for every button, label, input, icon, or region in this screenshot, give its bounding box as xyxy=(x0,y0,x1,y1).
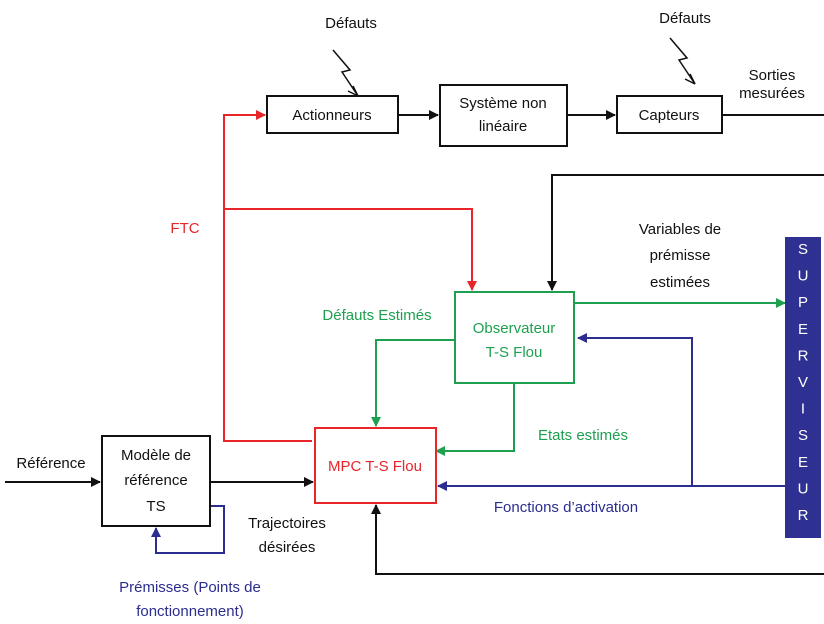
variables-label-2: prémisse xyxy=(650,247,711,264)
systeme-label-2: linéaire xyxy=(479,118,527,135)
superviseur-letter: I xyxy=(801,401,805,418)
actionneurs-label: Actionneurs xyxy=(292,107,371,124)
systeme-label-1: Système non xyxy=(459,95,547,112)
superviseur-letter: U xyxy=(798,268,809,285)
sorties-label-2: mesurées xyxy=(739,85,805,102)
superviseur-letter: R xyxy=(798,347,809,364)
trajectoires-label-1: Trajectoires xyxy=(248,515,326,532)
capteurs-label: Capteurs xyxy=(639,107,700,124)
sorties-label-1: Sorties xyxy=(749,67,796,84)
capteurs-block xyxy=(616,95,723,134)
arrow-ftc-observateur xyxy=(224,208,477,291)
reference-label: Référence xyxy=(16,455,85,472)
superviseur-letter: V xyxy=(798,374,808,391)
defauts-estimes-label: Défauts Estimés xyxy=(322,307,431,324)
mpc-block xyxy=(314,427,437,504)
superviseur-letter: S xyxy=(798,241,808,258)
observateur-block xyxy=(454,291,575,384)
actionneurs-block xyxy=(266,95,399,134)
arrow-ftc-actionneurs xyxy=(223,110,312,442)
premisses-label-1: Prémisses (Points de xyxy=(119,579,261,596)
superviseur-letter: E xyxy=(798,454,808,471)
arrow-feedback-observateur xyxy=(547,174,824,291)
superviseur-block xyxy=(785,237,821,538)
fault-bolt-1 xyxy=(332,49,359,97)
superviseur-letter: E xyxy=(798,321,808,338)
variables-label-3: estimées xyxy=(650,274,710,291)
modele-label-2: référence xyxy=(124,472,187,489)
modele-label-3: TS xyxy=(146,498,165,515)
arrow-defauts-estimes xyxy=(371,339,455,427)
fault-bolt-2 xyxy=(669,37,696,85)
mpc-label: MPC T-S Flou xyxy=(328,458,422,475)
fault-bolt-2-tip xyxy=(684,73,696,85)
fault-bolt-1-tip xyxy=(347,85,359,97)
superviseur-letter: U xyxy=(798,480,809,497)
modele-block xyxy=(101,435,211,527)
superviseur-letter: R xyxy=(798,507,809,524)
superviseur-letter: P xyxy=(798,294,808,311)
etats-estimes-label: Etats estimés xyxy=(538,427,628,444)
systeme-block xyxy=(439,84,568,147)
ftc-label: FTC xyxy=(170,220,199,237)
observateur-label-1: Observateur xyxy=(473,320,556,337)
arrow-activation-observateur xyxy=(577,333,693,486)
arrow-feedback-mpc xyxy=(371,504,824,575)
defauts-label-2: Défauts xyxy=(659,10,711,27)
trajectoires-label-2: désirées xyxy=(259,539,316,556)
superviseur-letter: S xyxy=(798,427,808,444)
fonctions-activation-label: Fonctions d’activation xyxy=(494,499,638,516)
arrow-premisses-loop xyxy=(151,505,225,554)
premisses-label-2: fonctionnement) xyxy=(136,603,244,620)
modele-label-1: Modèle de xyxy=(121,447,191,464)
arrow-etats-estimes xyxy=(435,383,515,456)
observateur-label-2: T-S Flou xyxy=(486,344,543,361)
variables-label-1: Variables de xyxy=(639,221,721,238)
defauts-label-1: Défauts xyxy=(325,15,377,32)
